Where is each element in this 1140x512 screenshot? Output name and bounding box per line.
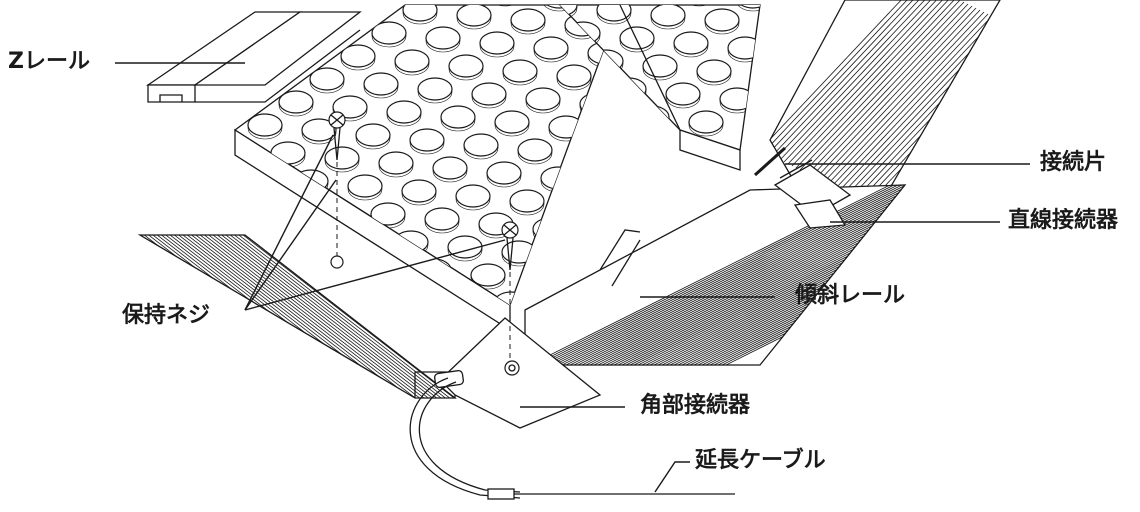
label-extension-cable: 延長ケーブル — [695, 448, 826, 473]
leader-lines — [115, 62, 1030, 493]
straight-connector — [773, 159, 852, 229]
label-retaining-screw: 保持ネジ — [122, 303, 211, 328]
corner-connector — [434, 317, 602, 429]
extension-cable — [409, 377, 735, 500]
tactile-mat-left — [233, 4, 621, 332]
retaining-screw-right — [501, 221, 519, 362]
label-slope-rail: 傾斜レール — [795, 283, 906, 308]
label-z-rail: Zレール — [8, 49, 90, 74]
label-corner-connector: 角部接続器 — [640, 393, 751, 418]
label-connector-piece: 接続片 — [1040, 150, 1107, 175]
z-rail — [145, 11, 362, 103]
retaining-screw-left — [328, 111, 346, 269]
label-straight-connector: 直線接続器 — [1008, 208, 1119, 233]
connector-piece — [753, 146, 787, 177]
